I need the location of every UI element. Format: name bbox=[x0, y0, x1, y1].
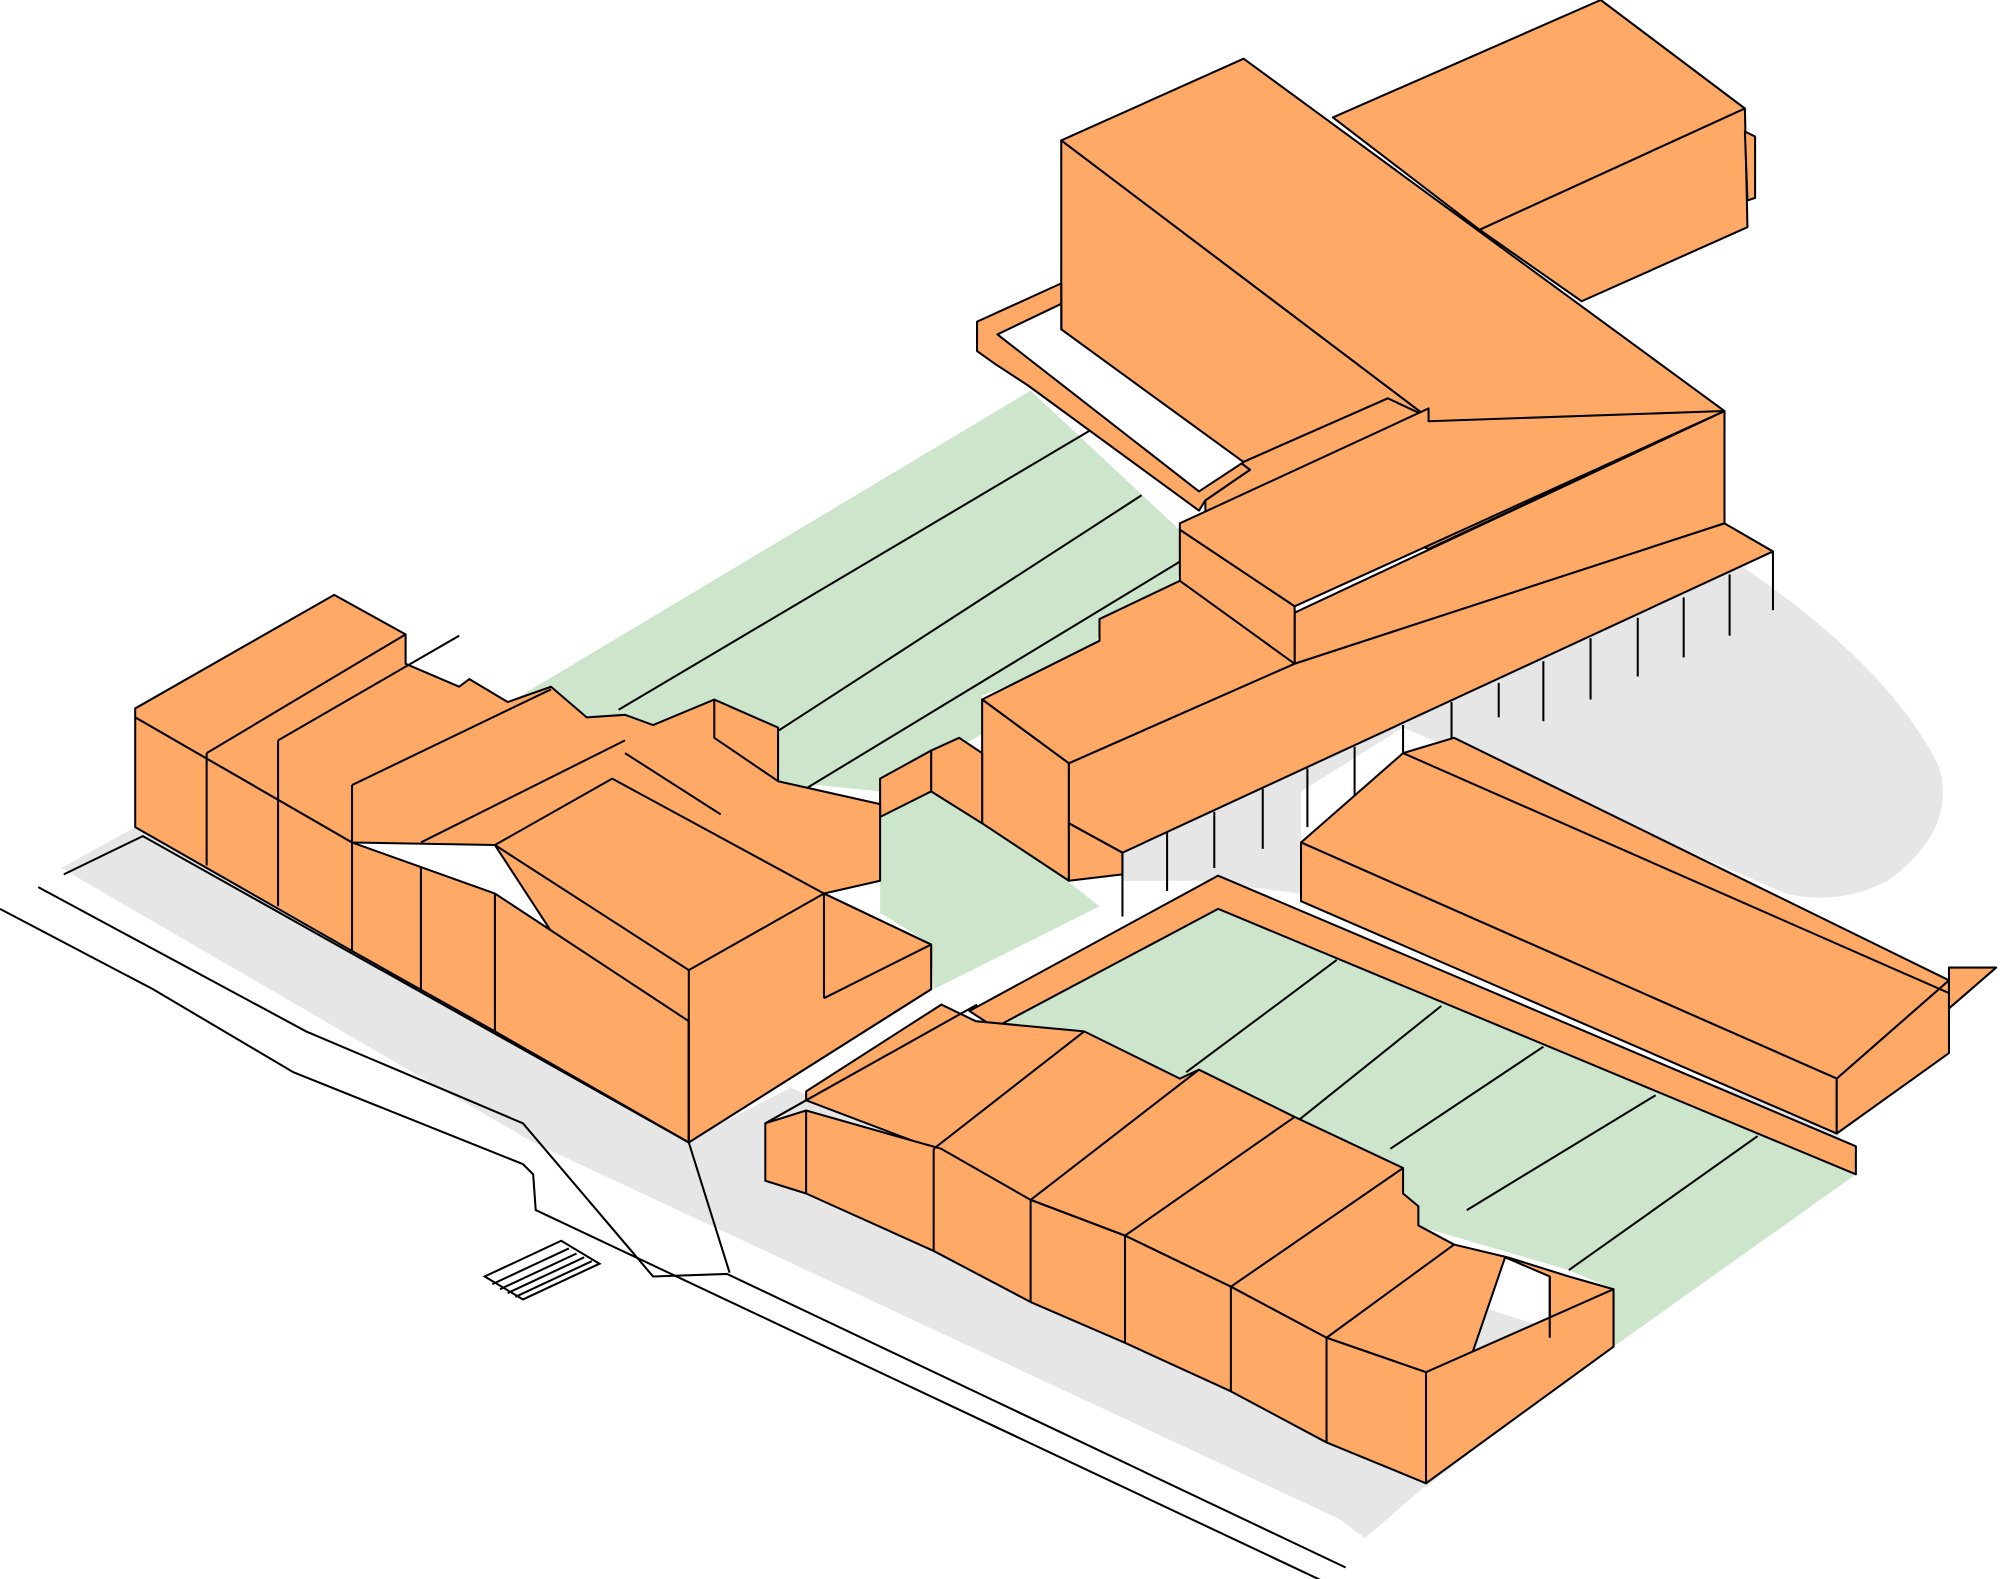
long-hall bbox=[1300, 736, 1998, 1135]
roof-division bbox=[277, 634, 460, 742]
long-hall-roof-ridge bbox=[1402, 752, 1950, 995]
crosswalk-stripe bbox=[514, 1260, 593, 1298]
roof-division bbox=[494, 844, 690, 971]
site-shadow bbox=[1096, 561, 1943, 898]
roof-division bbox=[1325, 1243, 1455, 1339]
crosswalk-stripe bbox=[499, 1252, 577, 1291]
street-edge-outer bbox=[0, 907, 1321, 1579]
roof-division bbox=[823, 943, 932, 1000]
rear-court-line-1 bbox=[618, 429, 1092, 711]
crosswalk-stripe bbox=[507, 1256, 585, 1294]
roof-division bbox=[624, 752, 722, 816]
front-court-line-4 bbox=[1466, 1094, 1657, 1211]
roof-division bbox=[1230, 1167, 1404, 1288]
long-hall-canopy bbox=[1947, 966, 1998, 1010]
bottom-row-end bbox=[1425, 1288, 1615, 1485]
front-court-line-2 bbox=[1294, 1005, 1442, 1125]
canopy-opening bbox=[996, 302, 1245, 493]
street-edge-middle bbox=[37, 886, 1347, 1569]
roof-division bbox=[1124, 1116, 1296, 1237]
rear-wing-side bbox=[1478, 107, 1749, 303]
main-complex bbox=[879, 0, 1774, 882]
crosswalk bbox=[482, 1239, 602, 1301]
roof-division bbox=[420, 739, 626, 844]
roof-division bbox=[494, 777, 825, 895]
sidewalk-area bbox=[61, 827, 1452, 1539]
rear-court-line-2 bbox=[739, 494, 1143, 757]
courtyard-lines bbox=[618, 429, 1759, 1271]
bottom-building-row bbox=[764, 1003, 1615, 1485]
roof-division bbox=[933, 1030, 1085, 1150]
roof-division bbox=[713, 699, 779, 783]
front-court-line-5 bbox=[1568, 1135, 1759, 1271]
pilotis-columns bbox=[1121, 551, 1774, 917]
courtyard-front bbox=[994, 908, 1856, 1347]
long-hall-end bbox=[1835, 979, 1950, 1135]
roof-division bbox=[1029, 1068, 1200, 1201]
street-edge-inner bbox=[63, 834, 731, 1273]
front-court-line-3 bbox=[1389, 1045, 1544, 1150]
rear-court-line-3 bbox=[790, 560, 1181, 799]
left-building-row bbox=[134, 593, 933, 1144]
rear-wing-tab bbox=[1743, 130, 1757, 202]
roof-division bbox=[805, 1003, 978, 1102]
courtyard-middle bbox=[880, 778, 1100, 990]
streets bbox=[0, 834, 1347, 1579]
crosswalk-stripe bbox=[491, 1247, 570, 1286]
front-court-line-1 bbox=[1185, 959, 1338, 1074]
roof-division bbox=[351, 688, 552, 786]
roof-division bbox=[206, 633, 407, 754]
